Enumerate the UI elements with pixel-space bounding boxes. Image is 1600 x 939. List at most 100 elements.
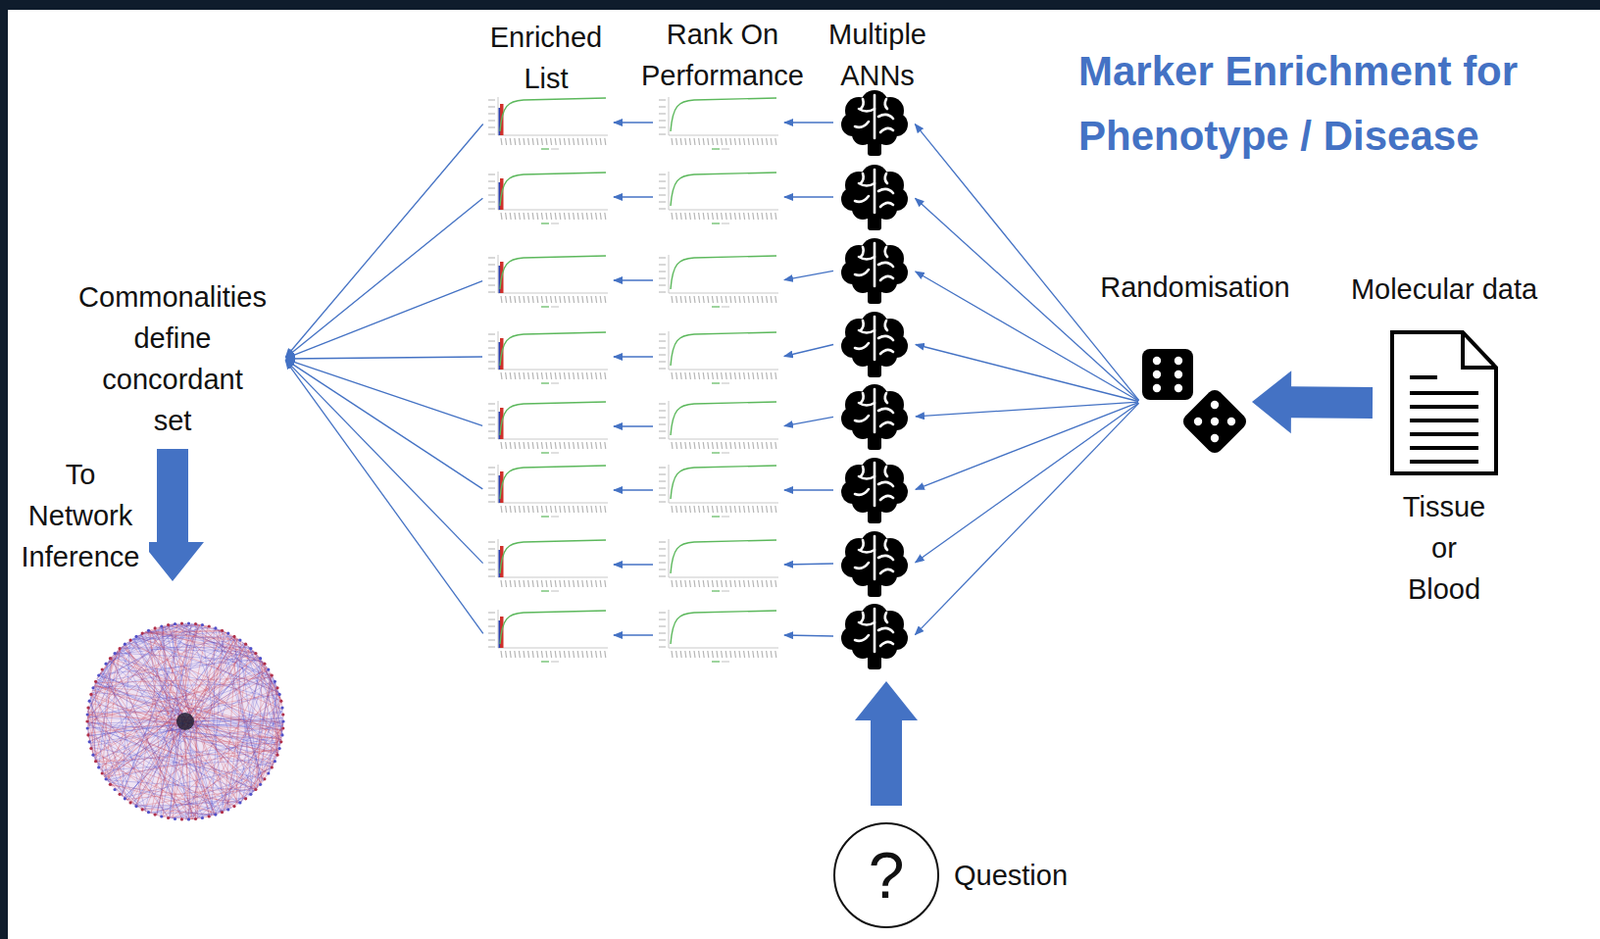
brain-fold: [854, 489, 869, 496]
chart-tick: [699, 505, 700, 513]
chart-axis: [668, 97, 670, 136]
chart-tick: [523, 580, 525, 588]
chart-tick: [699, 296, 700, 303]
chart-tick: [658, 619, 666, 621]
chart-tick: [689, 296, 691, 303]
chart-tick: [568, 212, 570, 220]
network-node: [194, 622, 198, 626]
chart-tick: [488, 100, 496, 101]
chart-tick: [766, 138, 768, 146]
chart-tick: [600, 580, 601, 588]
network-node: [118, 647, 122, 650]
chart-tick: [488, 257, 496, 259]
chart-tick: [554, 372, 556, 380]
chart-tick: [707, 505, 709, 513]
chart-tick: [559, 580, 561, 588]
chart-tick: [488, 127, 496, 129]
chart-tick: [658, 633, 666, 635]
network-node: [220, 810, 224, 814]
network-edge: [182, 701, 262, 784]
die: [1142, 349, 1194, 400]
chart-tick: [518, 580, 520, 588]
question-mark: ?: [835, 824, 938, 927]
chart-tick: [546, 505, 548, 513]
chart-tick: [752, 650, 754, 658]
network-node: [159, 624, 163, 628]
network-hub: [176, 712, 195, 731]
chart-tick: [658, 292, 666, 294]
network-node: [180, 817, 184, 821]
chart-tick: [676, 138, 678, 146]
legend-sample: [721, 591, 730, 593]
document-line: [1409, 446, 1479, 450]
brain-fold: [880, 128, 894, 133]
network-edge: [121, 647, 268, 775]
chart-tick: [702, 505, 704, 513]
legend-sample: [550, 452, 559, 454]
chart-tick: [775, 580, 777, 588]
chart-ground: [484, 396, 612, 457]
chart-tick: [488, 361, 496, 363]
network-edge: [99, 675, 283, 741]
arrow-connector: [915, 345, 1139, 402]
network-edge: [102, 643, 245, 776]
chart-tick: [573, 650, 575, 658]
chart-tick: [770, 212, 772, 220]
network-node: [232, 804, 236, 808]
chart-tick: [582, 212, 584, 220]
network-node: [94, 680, 98, 684]
chart-tick: [500, 650, 502, 658]
chart-tick: [550, 372, 552, 380]
chart-tick: [730, 372, 732, 380]
chart-tick: [563, 372, 565, 380]
chart-tick: [488, 292, 496, 294]
brain-fold: [873, 169, 877, 213]
network-edge: [87, 710, 170, 713]
network-node: [270, 765, 274, 769]
chart-tick: [596, 442, 598, 450]
chart-tick: [500, 296, 502, 303]
die-pip: [1152, 384, 1161, 393]
chart-tick: [711, 580, 713, 588]
chart-axis: [498, 97, 500, 136]
chart-tick: [752, 212, 754, 220]
arrow-connector: [613, 279, 653, 281]
network-node: [86, 726, 90, 730]
chart-tick: [744, 212, 746, 220]
document-line: [1409, 375, 1438, 380]
chart-tick: [514, 296, 516, 303]
chart-tick: [523, 442, 525, 450]
chart-tick: [488, 474, 496, 476]
chart-tick: [573, 505, 575, 513]
network-node: [258, 783, 262, 787]
network-edge: [282, 712, 284, 718]
chart-tick: [699, 442, 700, 450]
chart-tick: [725, 212, 727, 220]
chart-tick: [716, 442, 718, 450]
chart-tick: [505, 372, 507, 380]
network-edge: [140, 808, 215, 816]
chart-tick: [730, 442, 732, 450]
chart-tick: [488, 208, 496, 210]
chart-tick: [761, 296, 763, 303]
chart-tick: [509, 372, 511, 380]
chart-tick: [658, 174, 666, 176]
chart-axis: [498, 648, 608, 650]
chart-tick: [702, 212, 704, 220]
chart-tick: [658, 488, 666, 490]
chart-tick: [721, 580, 723, 588]
chart-tick: [596, 296, 598, 303]
performance-curve: [670, 332, 777, 366]
chart-axis: [498, 171, 500, 210]
rank-chart: [654, 534, 783, 596]
chart-tick: [586, 212, 588, 220]
chart-tick: [596, 212, 598, 220]
chart-tick: [775, 296, 777, 303]
chart-tick: [711, 138, 713, 146]
chart-tick: [658, 361, 666, 363]
chart-tick: [550, 138, 552, 146]
chart-tick: [537, 372, 539, 380]
chart-tick: [694, 650, 696, 658]
die-pip: [1225, 415, 1238, 428]
chart-axis: [498, 464, 500, 503]
